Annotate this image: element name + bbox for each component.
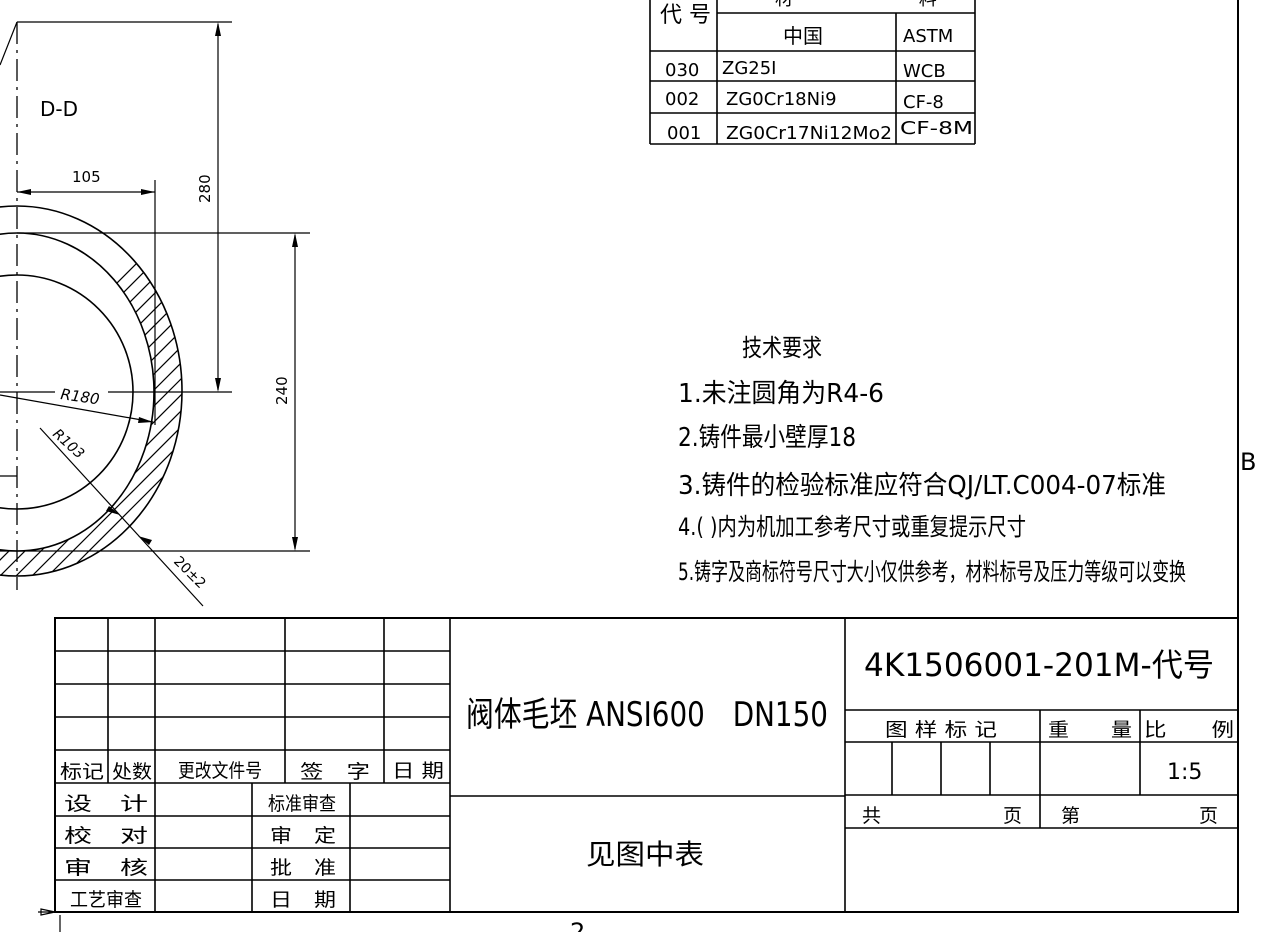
label-weight: 重 量 (1048, 719, 1132, 741)
centering-mark (38, 908, 56, 916)
hatch-line (200, 180, 620, 600)
tech-item: 3.铸件的检验标准应符合QJ/LT.C004-07标准 (678, 471, 1166, 501)
material-table: 代 号 材 料 中国 ASTM 030 ZG25I WCB 002 ZG0Cr1… (649, 0, 997, 145)
material-note: 见图中表 (586, 838, 704, 871)
label-total: 共 (862, 805, 881, 827)
label-approve: 审 定 (270, 825, 336, 847)
tech-title: 技术要求 (742, 334, 822, 362)
label-check: 校 对 (64, 825, 148, 847)
row-astm-grade: CF-8M (900, 118, 973, 139)
hatch-line (0, 205, 183, 577)
dim-240: 240 (273, 376, 291, 405)
outer-contour (0, 205, 183, 577)
table-row: 030 ZG25I WCB (665, 58, 946, 82)
label-pages: 页 (1003, 805, 1022, 827)
hatch-line (264, 180, 684, 600)
leader-r180 (0, 394, 154, 423)
row-china-grade: ZG25I (722, 58, 777, 79)
section-view: D-D 280 240 105 R180 R103 20 (0, 21, 732, 607)
header-date: 日 期 (392, 760, 444, 782)
hatch-line (0, 205, 183, 577)
header-mark: 标记 (60, 761, 104, 783)
tech-item: 4.( )内为机加工参考尺寸或重复提示尺寸 (678, 513, 1026, 541)
row-china-grade: ZG0Cr17Ni12Mo2 (726, 123, 892, 144)
header-count: 处数 (112, 761, 152, 783)
technical-requirements: 技术要求 1.未注圆角为R4-6 2.铸件最小壁厚18 3.铸件的检验标准应符合… (678, 334, 1186, 586)
drawing-number: 4K1506001-201M-代号 (864, 646, 1214, 684)
hatch-line (151, 205, 183, 577)
arrowhead (106, 506, 152, 545)
row-china-grade: ZG0Cr18Ni9 (726, 89, 837, 110)
label-review: 审 核 (64, 857, 148, 879)
label-sheet: 第 (1061, 805, 1080, 827)
table-row: 001 ZG0Cr17Ni12Mo2 CF-8M (667, 118, 973, 144)
hatch-line (135, 205, 183, 577)
label-drawing-mark: 图 样 标 记 (885, 719, 997, 741)
zone-number: 2 (570, 918, 585, 932)
section-edge (0, 21, 18, 66)
tech-item: 1.未注圆角为R4-6 (678, 379, 884, 409)
hatch-line (280, 180, 700, 600)
table-row: 002 ZG0Cr18Ni9 CF-8 (665, 89, 944, 113)
label-standard-review: 标准审查 (268, 793, 336, 815)
section-label: D-D (40, 97, 78, 121)
part-name: 阀体毛坯 ANSI600 DN150 (466, 695, 828, 735)
hatch-line (296, 180, 716, 600)
dim-280: 280 (196, 174, 214, 203)
row-code: 002 (665, 89, 699, 110)
hatch-line (0, 205, 183, 577)
hatch-line (0, 205, 183, 577)
hatch-line (39, 205, 183, 577)
header-signature: 签 字 (300, 761, 370, 783)
arrowhead (138, 417, 153, 423)
row-code: 030 (665, 60, 699, 81)
label-sheet-page: 页 (1199, 805, 1218, 827)
row-code: 001 (667, 123, 701, 144)
label-design: 设 计 (64, 793, 148, 815)
hatch-line (0, 205, 183, 577)
hatch-line (0, 205, 183, 577)
hatch-line (0, 205, 183, 577)
arrowheads (17, 189, 155, 195)
zone-letter: B (1240, 448, 1256, 476)
hatch-line (23, 205, 183, 577)
hatch-line (312, 180, 732, 600)
label-process-review: 工艺审查 (70, 889, 142, 911)
hatch-line (248, 180, 668, 600)
header-astm: ASTM (903, 26, 953, 47)
label-scale: 比 例 (1144, 719, 1234, 741)
hatch-line (119, 205, 183, 577)
hatch-line (103, 205, 183, 577)
header-material: 材 料 (775, 0, 997, 10)
tech-item: 2.铸件最小壁厚18 (678, 423, 856, 453)
label-date: 日 期 (270, 889, 336, 911)
scale-value: 1:5 (1167, 760, 1202, 785)
label-ratify: 批 准 (270, 857, 336, 879)
title-block: 标记 处数 更改文件号 签 字 日 期 设 计 校 对 审 核 工艺审查 标准审… (54, 617, 1239, 913)
header-code: 代 号 (660, 3, 711, 28)
dim-105: 105 (72, 168, 101, 186)
dim-r180: R180 (59, 385, 100, 408)
hatch-line (184, 180, 604, 600)
leader-r103 (39, 427, 204, 607)
hatch-line (167, 205, 183, 577)
hatch-line (0, 205, 183, 577)
header-change-doc: 更改文件号 (178, 760, 262, 782)
row-astm-grade: CF-8 (903, 92, 944, 113)
row-astm-grade: WCB (903, 61, 946, 82)
dim-wall-thickness: 20±2 (170, 554, 209, 593)
header-china: 中国 (783, 24, 823, 48)
tech-item: 5.铸字及商标符号尺寸大小仅供参考，材料标号及压力等级可以变换 (678, 558, 1186, 586)
